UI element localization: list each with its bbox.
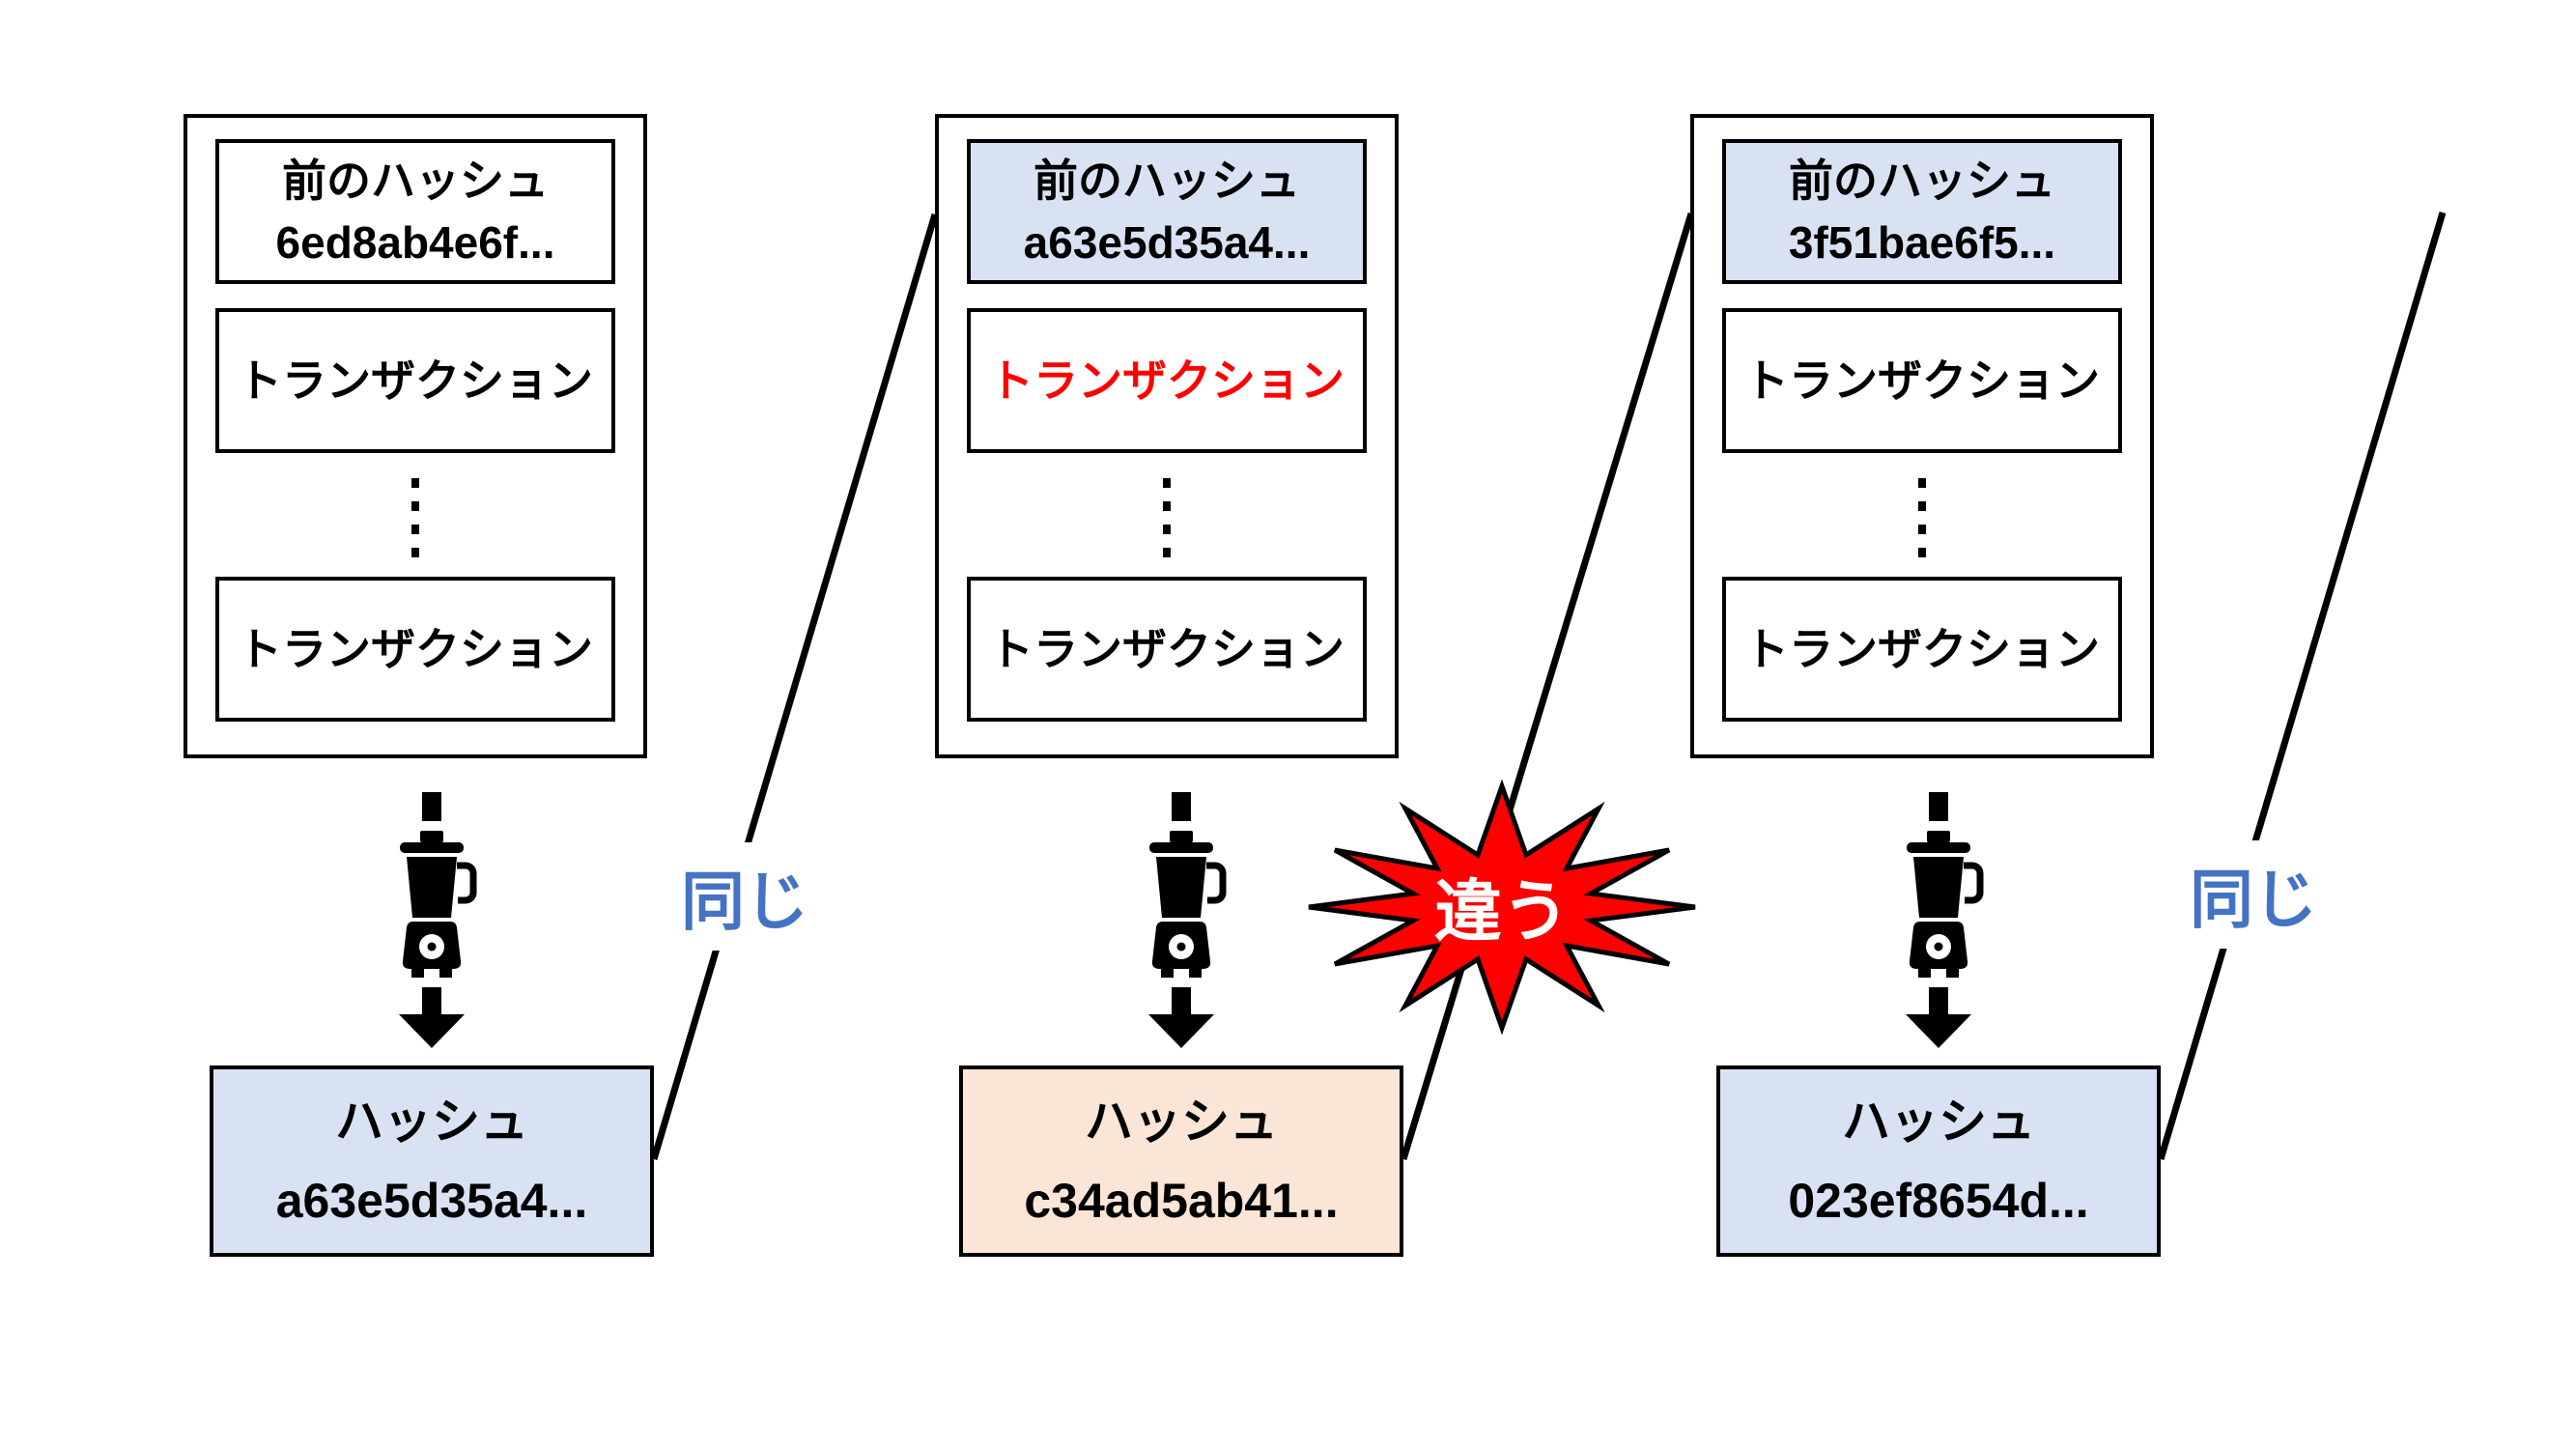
- blender-icon: [399, 792, 477, 1048]
- connector-line-3: [2157, 212, 2447, 1160]
- hash-value: c34ad5ab41...: [1024, 1174, 1339, 1228]
- prev-hash-box: 前のハッシュ a63e5d35a4...: [967, 139, 1367, 284]
- explosion-burst-shape: [1308, 780, 1696, 1036]
- hash-value: a63e5d35a4...: [275, 1174, 588, 1228]
- connector-line-1: [650, 213, 939, 1160]
- transaction-box: トランザクション: [1722, 577, 2122, 722]
- hash-box-2: ハッシュ c34ad5ab41...: [959, 1065, 1403, 1257]
- transaction-label: トランザクション: [238, 624, 593, 674]
- prev-hash-label: 前のハッシュ: [1033, 156, 1300, 206]
- transaction-label: トランザクション: [238, 355, 593, 406]
- prev-hash-label: 前のハッシュ: [282, 156, 549, 206]
- input-bar: [1929, 792, 1948, 821]
- block-1: 前のハッシュ 6ed8ab4e6f... トランザクション トランザクション: [184, 114, 647, 758]
- transaction-box: トランザクション: [215, 577, 615, 722]
- prev-hash-value: a63e5d35a4...: [1023, 217, 1311, 268]
- transaction-box-tampered: トランザクション: [967, 308, 1367, 453]
- connector-line-2: [1400, 212, 1695, 1161]
- blender-icon: [1148, 792, 1227, 1048]
- hash-box-3: ハッシュ 023ef8654d...: [1716, 1065, 2161, 1257]
- input-bar: [1172, 792, 1191, 821]
- prev-hash-value: 6ed8ab4e6f...: [275, 217, 555, 268]
- hash-box-1: ハッシュ a63e5d35a4...: [210, 1065, 654, 1257]
- transaction-label: トランザクション: [989, 624, 1345, 674]
- transaction-box: トランザクション: [215, 308, 615, 453]
- hash-label: ハッシュ: [1085, 1094, 1278, 1149]
- blender-icon: [1906, 792, 1984, 1048]
- transaction-label: トランザクション: [1744, 624, 2100, 674]
- vertical-ellipsis: [1163, 478, 1171, 557]
- hash-label: ハッシュ: [335, 1094, 528, 1149]
- arrow-down-icon: [422, 987, 441, 1014]
- block-3: 前のハッシュ 3f51bae6f5... トランザクション トランザクション: [1690, 114, 2154, 758]
- prev-hash-box: 前のハッシュ 6ed8ab4e6f...: [215, 139, 615, 284]
- transaction-label-tampered: トランザクション: [989, 355, 1345, 406]
- hash-label: ハッシュ: [1842, 1094, 2035, 1149]
- same-label: 同じ: [2180, 840, 2327, 949]
- transaction-label: トランザクション: [1744, 355, 2100, 406]
- input-bar: [422, 792, 441, 821]
- prev-hash-value: 3f51bae6f5...: [1788, 217, 2056, 268]
- prev-hash-label: 前のハッシュ: [1789, 156, 2055, 206]
- prev-hash-box: 前のハッシュ 3f51bae6f5...: [1722, 139, 2122, 284]
- vertical-ellipsis: [1918, 478, 1926, 557]
- same-label: 同じ: [671, 842, 818, 951]
- arrow-down-icon: [1929, 987, 1948, 1014]
- vertical-ellipsis: [411, 478, 419, 557]
- hash-value: 023ef8654d...: [1788, 1174, 2089, 1228]
- block-2: 前のハッシュ a63e5d35a4... トランザクション トランザクション: [935, 114, 1399, 758]
- transaction-box: トランザクション: [1722, 308, 2122, 453]
- arrow-down-icon: [1172, 987, 1191, 1014]
- transaction-box: トランザクション: [967, 577, 1367, 722]
- different-label: 違う: [1434, 873, 1570, 950]
